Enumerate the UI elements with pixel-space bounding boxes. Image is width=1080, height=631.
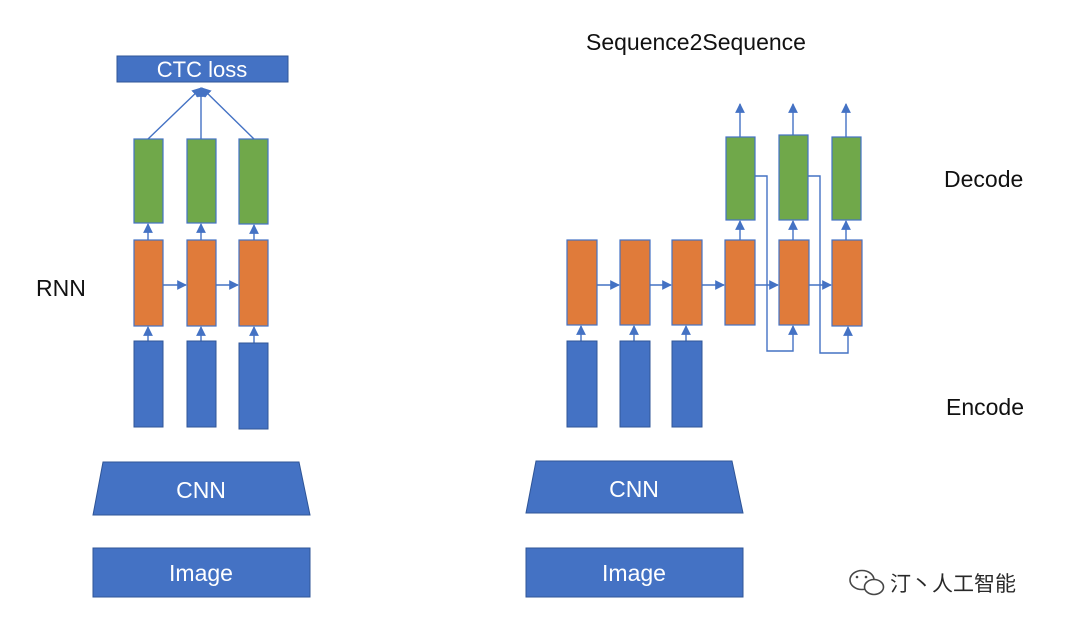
ctc-rnn-cell bbox=[238, 239, 269, 327]
decoder-rnn-cell bbox=[724, 239, 756, 326]
ctc-loss-label: CTC loss bbox=[157, 57, 247, 82]
encoder-rnn-cell bbox=[566, 239, 598, 326]
watermark: 汀丶人工智能 bbox=[849, 569, 1016, 596]
ctc-feature-column bbox=[238, 342, 269, 430]
ctc-feature-column bbox=[186, 340, 217, 428]
encoder-feature-column bbox=[619, 340, 651, 428]
encoder-feature-column bbox=[671, 340, 703, 428]
seq2seq-image-label: Image bbox=[602, 560, 666, 586]
encode-label: Encode bbox=[946, 394, 1024, 420]
ctc-image-box bbox=[92, 547, 311, 598]
ctc-image-label: Image bbox=[169, 560, 233, 586]
seq2seq-branch: Sequence2Sequence bbox=[525, 29, 1024, 598]
encoder-feature-column bbox=[566, 340, 598, 428]
encoder-rnn-cell bbox=[671, 239, 703, 326]
ctc-rnn-cell bbox=[186, 239, 217, 327]
decoder-rnn-cell bbox=[778, 239, 810, 326]
seq2seq-title: Sequence2Sequence bbox=[586, 29, 806, 55]
decode-label: Decode bbox=[944, 166, 1023, 192]
decoder-output-cell bbox=[831, 136, 862, 221]
decoder-feedback-line bbox=[755, 175, 798, 352]
ctc-feature-column bbox=[133, 340, 164, 428]
ctc-link-3 bbox=[201, 87, 255, 140]
ctc-output-cell bbox=[238, 138, 269, 225]
ctc-cnn-label: CNN bbox=[176, 477, 226, 503]
seq2seq-cnn-block bbox=[525, 460, 744, 514]
ctc-link-1 bbox=[147, 87, 202, 140]
ctc-branch: CTC loss RNN CNN I bbox=[36, 55, 311, 598]
seq2seq-image-box bbox=[525, 547, 744, 598]
ctc-output-cell bbox=[186, 138, 217, 224]
decoder-output-cell bbox=[725, 136, 756, 221]
wechat-icon bbox=[849, 569, 885, 596]
ctc-rnn-cell bbox=[133, 239, 164, 327]
decoder-feedback-line bbox=[808, 175, 853, 354]
ctc-cnn-block bbox=[92, 461, 311, 516]
decoder-rnn-cell bbox=[831, 239, 863, 327]
ctc-output-cell bbox=[133, 138, 164, 224]
decoder-output-cell bbox=[778, 134, 809, 221]
ctc-loss-box bbox=[116, 55, 289, 83]
seq2seq-cnn-label: CNN bbox=[609, 476, 659, 502]
watermark-text: 汀丶人工智能 bbox=[890, 573, 1016, 596]
encoder-rnn-cell bbox=[619, 239, 651, 326]
rnn-label: RNN bbox=[36, 275, 86, 301]
